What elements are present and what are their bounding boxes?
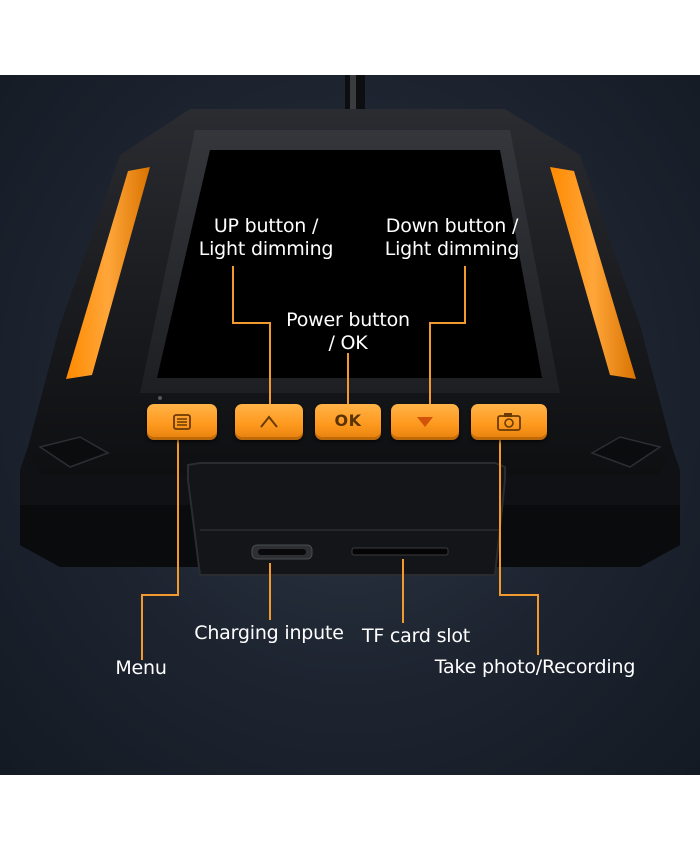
menu-label: Menu [115, 657, 167, 679]
photo-button[interactable] [471, 404, 547, 440]
down-label-text: Down button / Light dimming [384, 215, 520, 260]
callout-photo [499, 432, 539, 655]
right-grip [550, 167, 636, 379]
product-scene: OK UP button / Light dimming Down button… [0, 75, 700, 775]
ok-button[interactable]: OK [315, 404, 381, 440]
callout-up [232, 266, 271, 405]
take-photo-recording-label: Take photo/Recording [434, 656, 636, 678]
up-button-label: UP button / Light dimming [186, 215, 346, 261]
down-arrow-icon [417, 417, 433, 427]
down-button[interactable] [391, 404, 459, 440]
device-illustration [20, 75, 680, 660]
tf-card-slot [351, 547, 449, 556]
ok-text: OK [334, 411, 362, 430]
up-arrow-icon [260, 415, 278, 428]
menu-icon [173, 414, 191, 430]
up-button[interactable] [235, 404, 303, 440]
screen [157, 150, 542, 378]
menu-button[interactable] [147, 404, 217, 440]
power-label-text: Power button / OK [286, 309, 410, 354]
tf-card-slot-label: TF card slot [361, 625, 471, 647]
callout-lines [141, 266, 539, 660]
down-button-label: Down button / Light dimming [372, 215, 532, 261]
front-bracket [187, 462, 506, 576]
up-label-text: UP button / Light dimming [198, 215, 334, 260]
charging-input-label: Charging inpute [194, 622, 344, 644]
cable [345, 75, 365, 115]
left-grip [66, 167, 150, 379]
callout-down [429, 266, 466, 405]
power-button-label: Power button / OK [268, 309, 428, 355]
callout-menu [141, 432, 179, 660]
camera-icon [497, 413, 521, 431]
